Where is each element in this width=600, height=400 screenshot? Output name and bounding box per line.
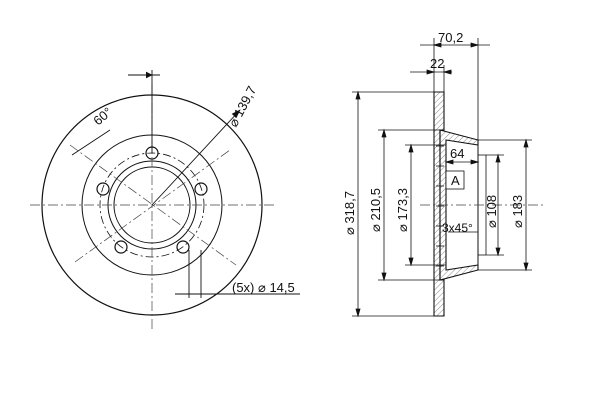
front-view bbox=[30, 70, 300, 330]
outer-diameter-label: ⌀ 318,7 bbox=[342, 191, 357, 235]
side-right-dimensions bbox=[478, 138, 532, 272]
side-top-dimensions bbox=[410, 38, 490, 140]
bolt-hole bbox=[194, 182, 208, 196]
overall-thickness-label: 70,2 bbox=[438, 30, 463, 45]
hat-diameter-label: ⌀ 173,3 bbox=[395, 188, 410, 232]
chamfer-label: 3x45° bbox=[442, 221, 473, 235]
bore-diameter-label: ⌀ 108 bbox=[484, 195, 499, 228]
bolt-holes-label: (5x) ⌀ 14,5 bbox=[232, 280, 295, 295]
bolt-hole bbox=[114, 240, 128, 254]
bolt-hole bbox=[96, 182, 110, 196]
angle-leader-3 bbox=[71, 129, 111, 156]
hat-outer-diameter-label: ⌀ 183 bbox=[510, 195, 525, 228]
datum-box bbox=[445, 170, 465, 190]
side-left-dimensions bbox=[352, 90, 446, 318]
hat-depth-label: 64 bbox=[450, 146, 464, 161]
angle-label: 60° bbox=[90, 104, 115, 128]
pcd-leader bbox=[151, 109, 241, 206]
disc-thickness-label: 22 bbox=[430, 56, 444, 71]
pcd-label: ⌀ 139,7 bbox=[225, 84, 259, 130]
vent-lines bbox=[436, 145, 444, 267]
pcd-arrow bbox=[231, 109, 241, 119]
friction-inner-diameter-label: ⌀ 210,5 bbox=[368, 188, 383, 232]
angle-arrow bbox=[145, 71, 153, 79]
bolt-hole bbox=[176, 240, 190, 254]
hat-detail-dimensions bbox=[444, 159, 480, 233]
datum-label: A bbox=[451, 173, 460, 188]
